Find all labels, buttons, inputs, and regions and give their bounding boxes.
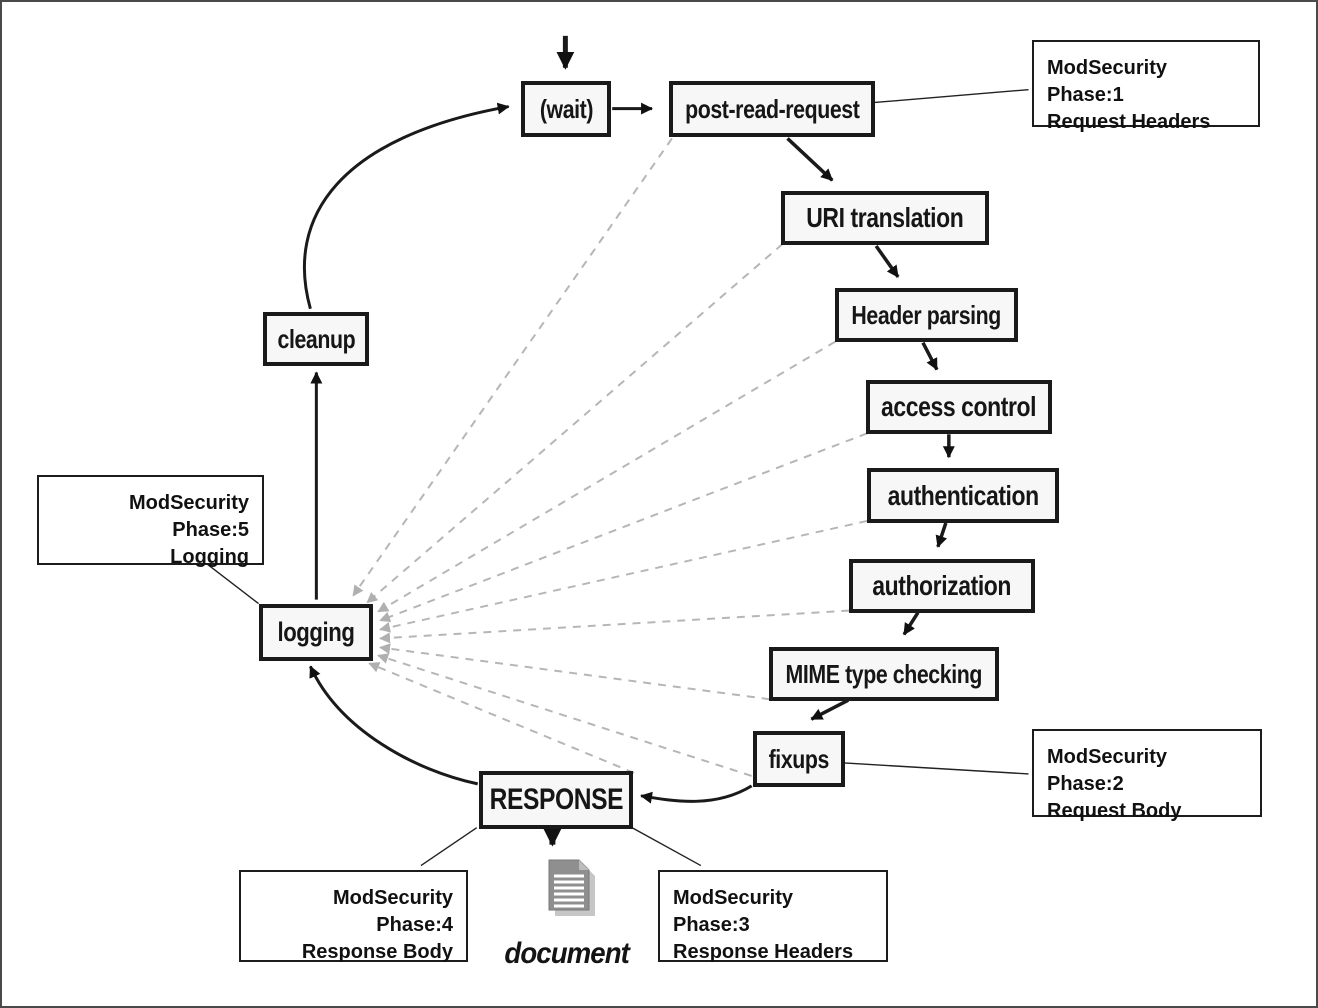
arrow-post-read-request-to-uri-translation (786, 137, 834, 182)
dashed-authorization-to-logging (379, 609, 850, 644)
annotation-phase2-title: ModSecurity Phase:2 (1047, 746, 1168, 795)
node-cleanup-label: cleanup (277, 323, 355, 354)
node-access-control: access control (866, 380, 1052, 434)
node-authorization: authorization (849, 559, 1035, 613)
node-authentication: authentication (867, 468, 1059, 523)
node-mime-type-checking-label: MIME type checking (785, 658, 983, 689)
arrow-authentication-to-authorization (935, 522, 948, 548)
node-wait: (wait) (521, 81, 611, 137)
leader-phase3-to-response (631, 827, 702, 867)
node-uri-translation-label: URI translation (806, 202, 964, 233)
arrow-header-parsing-to-access-control (921, 341, 939, 371)
node-post-read-request-label: post-read-request (684, 93, 860, 124)
leader-phase4-to-response (420, 827, 478, 867)
node-response: RESPONSE (479, 771, 633, 829)
document-icon (548, 859, 595, 916)
node-cleanup: cleanup (263, 312, 369, 366)
annotation-phase5-subtitle: Logging (170, 546, 249, 568)
annotation-phase4-title: ModSecurity Phase:4 (332, 887, 453, 936)
node-authorization-label: authorization (872, 570, 1012, 601)
arrow-authorization-to-mime-type-checking (902, 611, 920, 636)
node-logging-label: logging (277, 617, 355, 647)
arc-fixups-to-response (640, 784, 753, 804)
document-label: document (504, 937, 630, 970)
annotation-phase3: ModSecurity Phase:3 Response Headers (658, 870, 888, 963)
leader-phase1-to-post-read-request (873, 88, 1029, 104)
node-header-parsing-label: Header parsing (851, 299, 1002, 330)
document-output: document (497, 858, 637, 971)
annotation-phase2: ModSecurity Phase:2 Request Body (1032, 729, 1262, 822)
annotation-phase2-subtitle: Request Body (1047, 800, 1182, 822)
annotation-phase3-title: ModSecurity Phase:3 (673, 887, 794, 936)
node-response-label: RESPONSE (489, 783, 623, 816)
dashed-access-control-to-logging (379, 432, 868, 623)
node-uri-translation: URI translation (781, 191, 989, 245)
annotation-phase5-title: ModSecurity Phase:5 (128, 492, 249, 541)
annotation-phase3-subtitle: Response Headers (673, 941, 854, 963)
node-mime-type-checking: MIME type checking (769, 647, 999, 701)
node-logging: logging (259, 604, 373, 661)
arrow-mime-type-checking-to-fixups (810, 698, 850, 721)
dashed-mime-type-checking-to-logging (379, 643, 770, 701)
dashed-header-parsing-to-logging (377, 340, 836, 613)
dashed-response-to-logging (368, 662, 635, 774)
node-fixups-label: fixups (768, 743, 830, 774)
leader-phase5-to-logging (206, 563, 260, 605)
node-access-control-label: access control (881, 391, 1037, 422)
node-fixups: fixups (753, 731, 845, 787)
annotation-phase1: ModSecurity Phase:1 Request Headers (1032, 40, 1260, 133)
node-post-read-request: post-read-request (669, 81, 875, 137)
leader-phase2-to-fixups (844, 762, 1029, 775)
dashed-fixups-to-logging (377, 653, 752, 777)
node-header-parsing: Header parsing (835, 288, 1018, 342)
dashed-post-read-request-to-logging (352, 137, 673, 597)
annotation-phase4: ModSecurity Phase:4 Response Body (239, 870, 468, 963)
annotation-phase4-subtitle: Response Body (301, 941, 453, 963)
node-wait-label: (wait) (539, 93, 593, 124)
dashed-authentication-to-logging (379, 519, 868, 633)
arrow-uri-translation-to-header-parsing (874, 245, 900, 278)
arc-response-to-logging (309, 665, 479, 786)
annotation-phase5: ModSecurity Phase:5 Logging (37, 475, 264, 568)
annotation-phase1-title: ModSecurity Phase:1 (1047, 57, 1168, 106)
node-authentication-label: authentication (887, 479, 1039, 511)
annotation-phase1-subtitle: Request Headers (1047, 111, 1211, 133)
arc-cleanup-to-wait (302, 102, 510, 310)
dashed-uri-translation-to-logging (366, 243, 784, 604)
